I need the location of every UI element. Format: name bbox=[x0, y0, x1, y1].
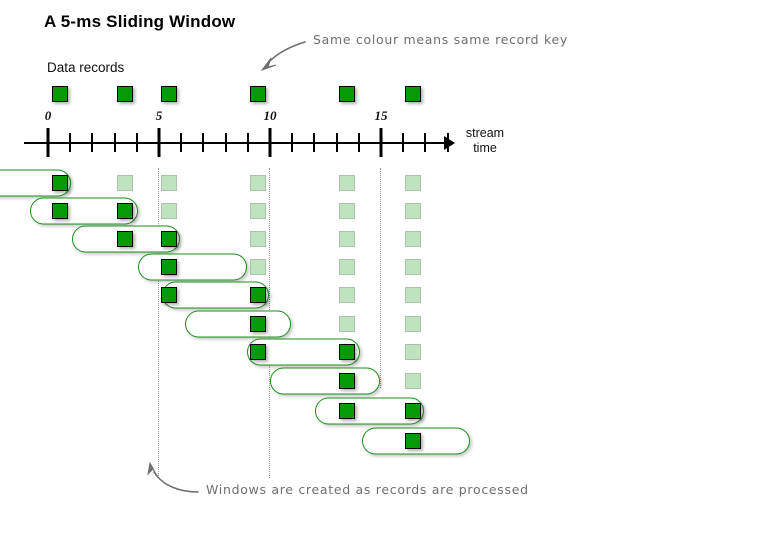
axis-tick-15 bbox=[379, 128, 383, 157]
data-record-r6 bbox=[405, 86, 421, 102]
window-record-1-r1 bbox=[52, 175, 68, 191]
window-record-5-r4 bbox=[250, 287, 266, 303]
axis-tick-8 bbox=[224, 133, 227, 152]
window-record-3-r3 bbox=[161, 231, 177, 247]
data-record-r5 bbox=[339, 86, 355, 102]
faded-record-r4-c3 bbox=[405, 259, 421, 275]
axis-tick-0 bbox=[46, 128, 50, 157]
axis-tick-14 bbox=[357, 133, 360, 152]
axis-tick-16 bbox=[402, 133, 405, 152]
faded-record-r2-c3 bbox=[339, 203, 355, 219]
axis-tick-10 bbox=[268, 128, 272, 157]
data-records-label: Data records bbox=[47, 60, 125, 75]
axis-tick-5 bbox=[157, 128, 161, 157]
faded-record-r1-c1 bbox=[117, 175, 133, 191]
faded-record-r7-c1 bbox=[405, 344, 421, 360]
axis-tick-18 bbox=[446, 133, 449, 152]
axis-tick-7 bbox=[202, 133, 205, 152]
faded-record-r3-c3 bbox=[405, 231, 421, 247]
axis-tick-13 bbox=[335, 133, 338, 152]
axis-tick-label-5: 5 bbox=[155, 108, 163, 123]
window-pill-4 bbox=[138, 253, 247, 281]
axis-line bbox=[24, 142, 448, 144]
data-record-r4 bbox=[250, 86, 266, 102]
data-record-r2 bbox=[117, 86, 133, 102]
axis-tick-6 bbox=[180, 133, 183, 152]
data-record-r3 bbox=[161, 86, 177, 102]
faded-record-r4-c2 bbox=[339, 259, 355, 275]
window-record-4-r3 bbox=[161, 259, 177, 275]
window-record-10-r6 bbox=[405, 433, 421, 449]
annotation-windows-note: Windows are created as records are proce… bbox=[206, 482, 529, 497]
arrow-colour-note-head bbox=[260, 57, 277, 72]
annotation-colour-note: Same colour means same record key bbox=[313, 32, 568, 47]
axis-tick-2 bbox=[91, 133, 94, 152]
arrow-windows-note-curve bbox=[153, 471, 199, 493]
stream-time-label: stream time bbox=[456, 126, 514, 156]
window-record-8-r5 bbox=[339, 373, 355, 389]
axis-tick-1 bbox=[69, 133, 72, 152]
faded-record-r2-c2 bbox=[250, 203, 266, 219]
arrow-windows-note-head bbox=[147, 461, 158, 477]
faded-record-r5-c1 bbox=[339, 287, 355, 303]
window-record-7-r5 bbox=[339, 344, 355, 360]
faded-record-r1-c2 bbox=[161, 175, 177, 191]
axis-arrow-icon bbox=[444, 136, 455, 150]
faded-record-r1-c4 bbox=[339, 175, 355, 191]
faded-record-r6-c2 bbox=[405, 316, 421, 332]
axis-tick-label-10: 10 bbox=[263, 108, 277, 123]
faded-record-r2-c4 bbox=[405, 203, 421, 219]
page-title: A 5-ms Sliding Window bbox=[44, 12, 236, 31]
faded-record-r5-c2 bbox=[405, 287, 421, 303]
faded-record-r6-c1 bbox=[339, 316, 355, 332]
window-record-5-r3 bbox=[161, 287, 177, 303]
guide-line-3 bbox=[380, 168, 381, 388]
faded-record-r4-c1 bbox=[250, 259, 266, 275]
window-record-2-r1 bbox=[52, 203, 68, 219]
axis-tick-label-15: 15 bbox=[374, 108, 388, 123]
axis-tick-3 bbox=[113, 133, 116, 152]
arrow-colour-note-curve bbox=[267, 41, 306, 64]
axis-tick-12 bbox=[313, 133, 316, 152]
axis-tick-9 bbox=[246, 133, 249, 152]
stream-time-line1: stream bbox=[465, 126, 505, 140]
window-record-3-r2 bbox=[117, 231, 133, 247]
faded-record-r1-c5 bbox=[405, 175, 421, 191]
faded-record-r1-c3 bbox=[250, 175, 266, 191]
faded-record-r3-c1 bbox=[250, 231, 266, 247]
faded-record-r3-c2 bbox=[339, 231, 355, 247]
data-record-r1 bbox=[52, 86, 68, 102]
window-record-7-r4 bbox=[250, 344, 266, 360]
window-record-9-r6 bbox=[405, 403, 421, 419]
faded-record-r2-c1 bbox=[161, 203, 177, 219]
window-record-9-r5 bbox=[339, 403, 355, 419]
window-record-2-r2 bbox=[117, 203, 133, 219]
axis-tick-11 bbox=[291, 133, 294, 152]
window-record-6-r4 bbox=[250, 316, 266, 332]
window-pill-8 bbox=[270, 367, 380, 395]
stream-time-line2: time bbox=[473, 141, 497, 155]
axis-tick-4 bbox=[135, 133, 138, 152]
axis-tick-label-0: 0 bbox=[44, 108, 52, 123]
guide-line-1 bbox=[158, 168, 159, 478]
axis-tick-17 bbox=[424, 133, 427, 152]
faded-record-r8-c1 bbox=[405, 373, 421, 389]
window-pill-6 bbox=[185, 310, 291, 338]
